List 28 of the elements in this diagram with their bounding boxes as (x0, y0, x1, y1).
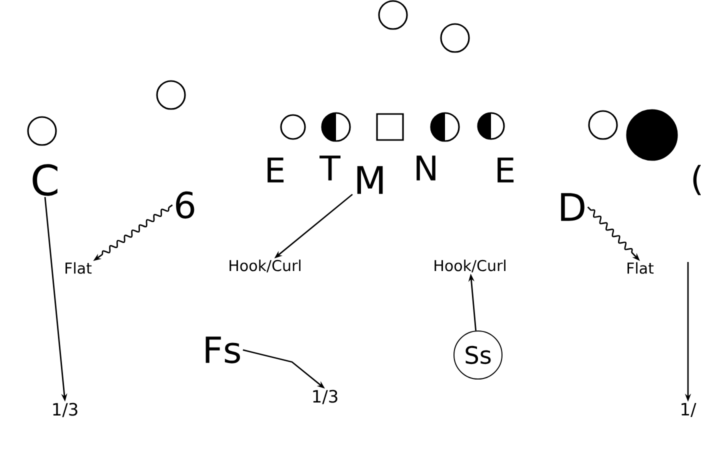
player-letter: Fs (206, 336, 240, 364)
center-square (376, 113, 404, 141)
zone-label: Flat (66, 262, 92, 274)
player-letter: ( (693, 164, 701, 196)
player-circle (477, 112, 505, 140)
player-circle (280, 114, 306, 140)
zone-label: Flat (628, 262, 654, 274)
player-letter: D (561, 193, 584, 221)
zone-label: 1/ (682, 403, 696, 417)
zone-label: 1/3 (53, 402, 78, 418)
player-circle (588, 110, 618, 140)
zone-label: 1/3 (313, 390, 338, 404)
player-letter: 6 (176, 191, 194, 219)
player-letter: T (320, 156, 340, 180)
player-letter: E (268, 158, 284, 182)
player-circle (321, 112, 351, 142)
player-circle (440, 23, 470, 53)
player-letter: C (32, 164, 58, 196)
player-letter: N (416, 156, 436, 180)
player-circle (430, 112, 460, 142)
zone-label: Hook/Curl (434, 260, 506, 272)
zone-label: Hook/Curl (230, 260, 300, 272)
player-circle (626, 109, 678, 161)
player-circle (27, 116, 57, 146)
player-circle (156, 80, 186, 110)
player-letter: E (498, 158, 514, 182)
player-letter: M (357, 166, 383, 194)
player-circle (378, 0, 408, 30)
